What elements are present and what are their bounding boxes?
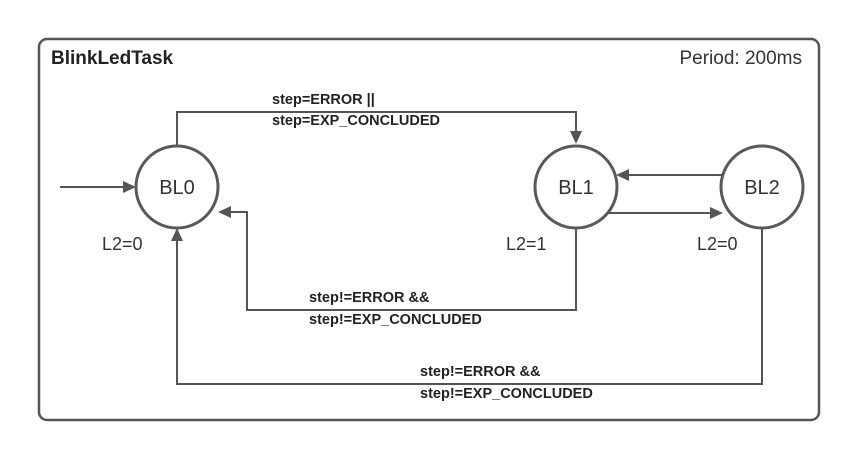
- state-bl1-label: BL1: [558, 177, 594, 199]
- state-bl1-output: L2=1: [506, 234, 547, 254]
- initial-transition: [60, 181, 136, 193]
- transition-bl0-to-bl1: [176, 111, 582, 146]
- transition-bl2-to-bl0: [171, 228, 763, 385]
- guard-bl2-to-bl0-line1: step!=ERROR &&: [420, 364, 541, 380]
- state-bl0-label: BL0: [159, 177, 195, 199]
- state-bl2-label: BL2: [744, 177, 780, 199]
- state-bl2-output: L2=0: [697, 234, 738, 254]
- guard-bl2-to-bl0-line2: step!=EXP_CONCLUDED: [420, 386, 593, 402]
- guard-bl0-to-bl1-line1: step=ERROR ||: [272, 92, 375, 108]
- transition-bl2-to-bl1: [616, 169, 723, 181]
- state-bl0: BL0: [134, 144, 220, 230]
- guard-bl1-to-bl0-line2: step!=EXP_CONCLUDED: [309, 312, 482, 328]
- task-title: BlinkLedTask: [51, 48, 174, 69]
- transition-bl1-to-bl2: [607, 207, 723, 219]
- transition-bl1-to-bl0: [218, 206, 577, 311]
- guard-bl0-to-bl1-line2: step=EXP_CONCLUDED: [272, 113, 440, 129]
- state-bl1: BL1: [533, 144, 619, 230]
- task-period: Period: 200ms: [679, 48, 802, 69]
- task-frame: [37, 37, 821, 422]
- guard-bl1-to-bl0-line1: step!=ERROR &&: [309, 290, 430, 306]
- state-bl2: BL2: [719, 144, 805, 230]
- state-bl0-output: L2=0: [102, 234, 143, 254]
